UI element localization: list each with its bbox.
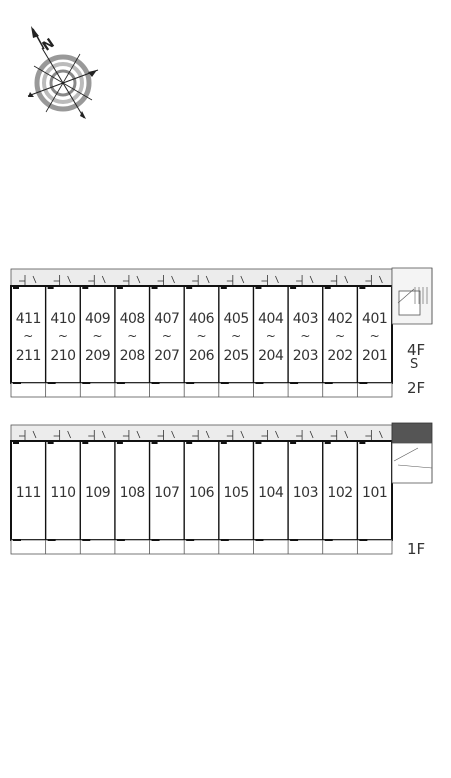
unit-label-2f: 201 [362, 348, 388, 364]
unit-label-2f: 203 [292, 348, 319, 364]
unit-label-top-floor: 403 [292, 311, 319, 327]
unit-label-1f: 102 [327, 485, 353, 501]
door-mark [171, 430, 175, 439]
unit-label-top-floor: 404 [258, 311, 284, 327]
lower-building-block [10, 422, 433, 555]
stairs-icon [391, 422, 433, 484]
door-marks [13, 275, 383, 541]
door-mark [67, 430, 72, 439]
unit-label-top-floor: 409 [84, 311, 111, 327]
door-mark [275, 275, 279, 284]
unit-label-top-floor: 408 [119, 311, 146, 327]
unit-label-1f: 111 [15, 485, 42, 501]
unit-range-mark: ~ [161, 329, 172, 343]
unit-label-1f: 104 [258, 485, 284, 501]
unit-label-2f: 206 [188, 348, 215, 364]
unit-label-1f: 106 [188, 485, 215, 501]
unit-range-mark: ~ [196, 329, 207, 343]
door-mark [101, 275, 106, 284]
door-mark [67, 275, 72, 284]
door-mark [240, 275, 245, 284]
unit-label-top-floor: 402 [327, 311, 353, 327]
upper-units-outline [10, 285, 393, 384]
door-mark [205, 275, 210, 284]
unit-label-top-floor: 410 [50, 311, 76, 327]
north-arrow-icon [31, 26, 45, 50]
lower-balcony [10, 539, 393, 555]
lower-units-outline [10, 440, 393, 541]
unit-label-2f: 211 [15, 348, 42, 364]
unit-label-2f: 202 [327, 348, 353, 364]
door-mark [136, 430, 141, 439]
unit-label-top-floor: 407 [154, 311, 180, 327]
door-mark [240, 430, 245, 439]
door-mark [136, 275, 141, 284]
unit-label-1f: 105 [223, 485, 250, 501]
floor-label-1f: 1F [407, 540, 426, 558]
unit-label-1f: 109 [84, 485, 111, 501]
door-mark [309, 430, 314, 439]
door-mark [275, 430, 279, 439]
unit-range-mark: ~ [335, 329, 346, 343]
unit-label-2f: 210 [50, 348, 76, 364]
unit-range-mark: ~ [369, 329, 380, 343]
door-mark [309, 275, 314, 284]
stairs-icon [391, 267, 433, 325]
unit-label-2f: 208 [119, 348, 146, 364]
unit-label-top-floor: 406 [188, 311, 215, 327]
unit-range-mark: ~ [265, 329, 276, 343]
door-mark [344, 275, 349, 284]
unit-range-mark: ~ [23, 329, 34, 343]
upper-unit-dividers [44, 286, 359, 397]
unit-label-1f: 108 [119, 485, 146, 501]
unit-range-mark: ~ [92, 329, 103, 343]
compass-rose-icon [27, 47, 99, 119]
unit-range-mark: ~ [231, 329, 242, 343]
door-mark [32, 275, 37, 284]
upper-building-block [10, 267, 433, 398]
unit-range-mark: ~ [57, 329, 68, 343]
unit-label-top-floor: 411 [15, 311, 42, 327]
door-mark [101, 430, 106, 439]
unit-label-1f: 103 [292, 485, 319, 501]
door-mark [205, 430, 210, 439]
lower-unit-dividers [44, 441, 359, 554]
door-mark [378, 275, 383, 284]
unit-label-2f: 205 [223, 348, 250, 364]
unit-label-2f: 207 [154, 348, 180, 364]
unit-range-mark: ~ [300, 329, 311, 343]
unit-label-1f: 110 [50, 485, 76, 501]
unit-range-mark: ~ [127, 329, 138, 343]
door-mark [32, 430, 37, 439]
floor-label-top: 4F [407, 341, 426, 359]
unit-label-top-floor: 405 [223, 311, 250, 327]
door-mark [378, 430, 383, 439]
unit-label-2f: 209 [84, 348, 111, 364]
unit-label-1f: 107 [154, 485, 180, 501]
unit-label-1f: 101 [362, 485, 388, 501]
north-marker-letter: N [40, 36, 58, 55]
door-mark [344, 430, 349, 439]
floor-range-mark: S [410, 357, 419, 372]
unit-label-top-floor: 401 [362, 311, 388, 327]
unit-label-2f: 204 [258, 348, 284, 364]
floor-label-bottom: 2F [407, 379, 426, 397]
upper-balcony [10, 382, 393, 398]
door-mark [171, 275, 175, 284]
